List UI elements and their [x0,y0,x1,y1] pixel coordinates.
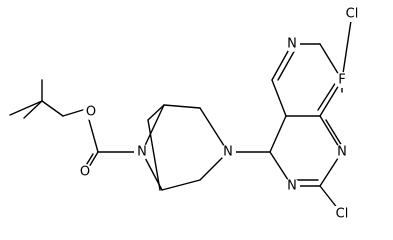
bond [271,79,287,117]
atom-label: F [338,73,345,88]
bond [141,104,165,153]
atom-label: Cl [346,7,359,22]
atom-label: O [86,105,96,120]
bond [269,115,287,153]
bond [341,13,353,81]
bond [163,104,201,109]
atom-label: N [137,145,147,160]
bond [62,108,87,117]
bond [199,107,229,153]
amine-nitrogen: N [220,144,236,160]
bond [277,47,297,81]
bond [317,81,337,111]
atom-label: N [287,37,297,52]
carbonyl-oxygen: O [77,164,93,180]
atom-label: O [80,165,90,180]
chemical-structure: O O N N N N N Cl [9,6,363,222]
atom-label: N [337,145,347,160]
atom-label: Cl [336,207,349,222]
bonds [9,13,353,215]
pyrimidine-nitrogen-lower: N [284,178,300,194]
bond [161,179,201,191]
pyridine-nitrogen: N [284,36,300,52]
bond [147,119,161,191]
bond [23,100,43,119]
ether-oxygen: O [83,104,99,120]
chlorine-bottom: Cl [332,206,352,222]
bridge-nitrogen: N [134,144,150,160]
bond [147,104,165,121]
bond [41,100,64,117]
atom-label: N [287,179,297,194]
fluorine: F [334,72,350,88]
bond [9,100,43,116]
chlorine-top: Cl [343,6,363,22]
bond [325,119,343,147]
atom-label: N [223,145,233,160]
pyrimidine-nitrogen-upper: N [334,144,350,160]
atom-labels: O O N N N N N Cl [77,6,363,222]
